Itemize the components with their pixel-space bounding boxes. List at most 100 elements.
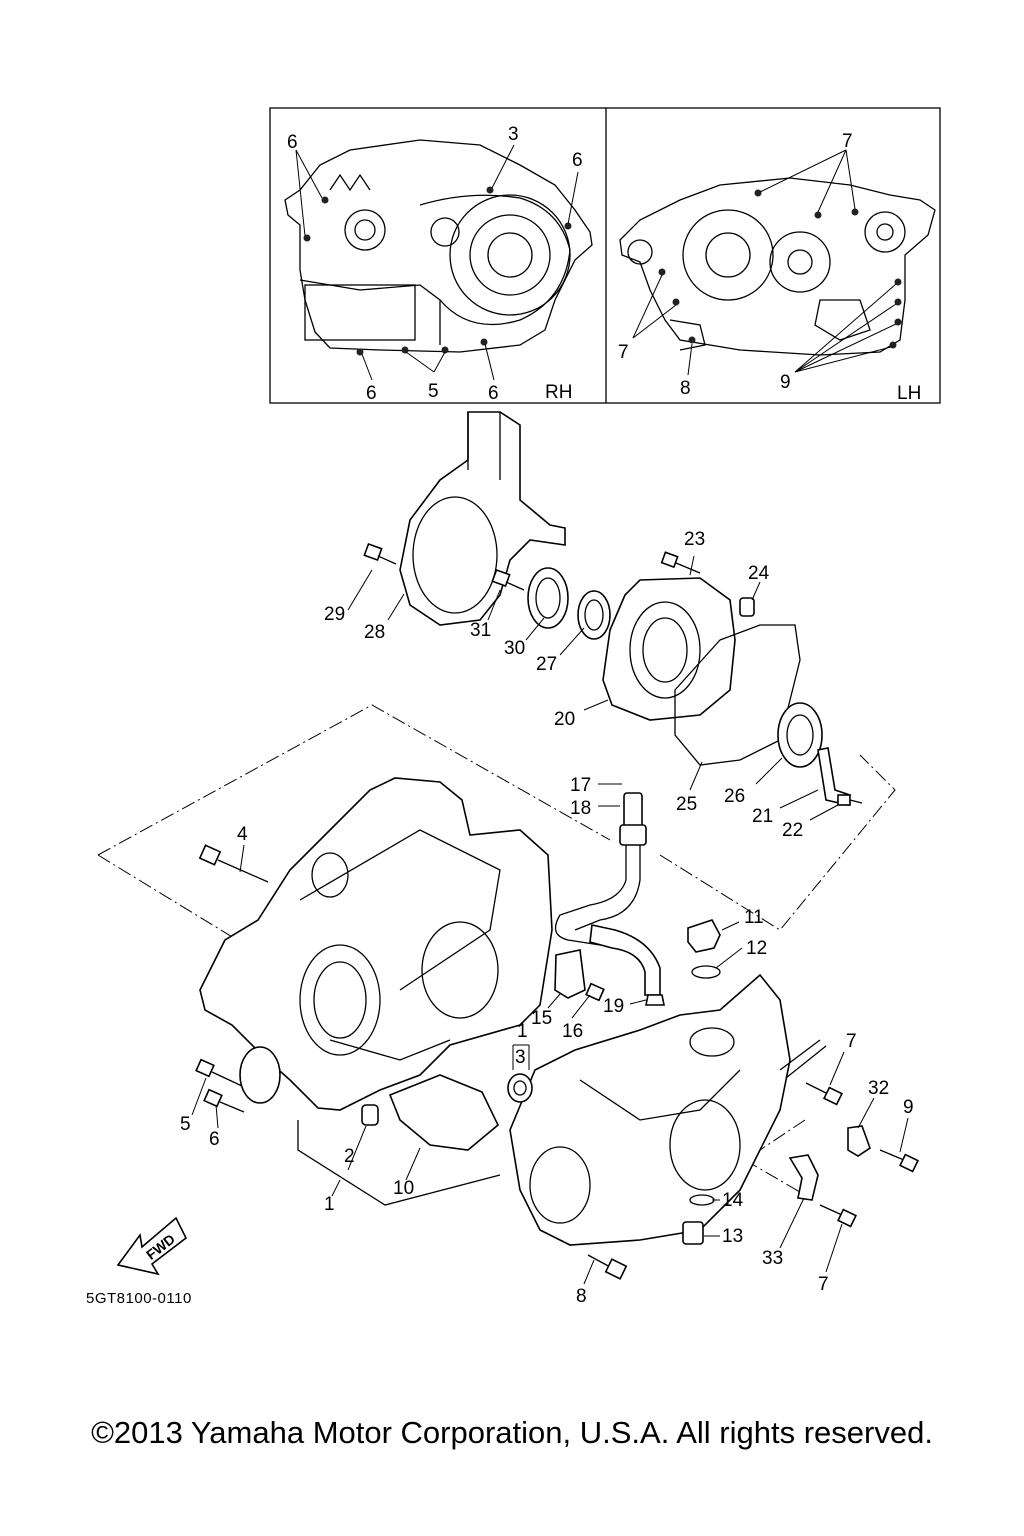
crankcase-half-left [507, 919, 919, 1280]
rh-bolt-hole [303, 234, 311, 242]
callout-25: 25 [676, 794, 697, 815]
part-13-drain-plug [682, 1221, 704, 1245]
part-6-bolt [203, 1088, 245, 1113]
callout-26: 26 [724, 786, 745, 807]
callout-5: 5 [180, 1114, 191, 1135]
part-9-bolt [879, 1149, 919, 1173]
crankcase-cover-assembly [363, 411, 863, 806]
callout-13: 13 [722, 1226, 743, 1247]
copyright-notice: ©2013 Yamaha Motor Corporation, U.S.A. A… [91, 1415, 933, 1450]
callout-24: 24 [748, 563, 770, 584]
breather-hose-assembly [554, 792, 665, 1006]
callout-20: 20 [554, 709, 575, 730]
part-3-bushing [507, 1073, 533, 1103]
callout-18: 18 [570, 798, 591, 819]
callout-16: 16 [562, 1021, 583, 1042]
lh-panel-tag: LH [897, 383, 921, 404]
inset-frame [269, 107, 941, 404]
callout-28: 28 [364, 622, 385, 643]
part-11-filler-cap [687, 919, 721, 953]
part-19-clamp [645, 994, 665, 1006]
callout-4: 4 [237, 824, 248, 845]
lh-crankcase-view: 7 7 8 9 LH [618, 131, 936, 404]
rh-bolt-hole [480, 338, 488, 346]
callout-8: 8 [576, 1286, 587, 1307]
callout-7: 7 [846, 1031, 857, 1052]
rh-callout-6: 6 [488, 383, 499, 404]
crankcase-half-right [195, 777, 553, 1126]
fwd-arrow: FWD [116, 1216, 188, 1276]
callout-33: 33 [762, 1248, 783, 1269]
callout-17: 17 [570, 775, 591, 796]
lh-bolt-hole [814, 211, 822, 219]
part-26-oil-seal [777, 702, 823, 768]
lh-bolt-hole [688, 336, 696, 344]
callout-19: 19 [603, 996, 624, 1017]
lh-callout-7: 7 [618, 342, 629, 363]
lh-bolt-hole [894, 318, 902, 326]
lh-bolt-hole [851, 208, 859, 216]
rh-bolt-hole [441, 346, 449, 354]
part-32-clamp [847, 1125, 871, 1157]
rh-bolt-hole [401, 346, 409, 354]
fwd-arrow-icon [116, 1216, 188, 1276]
callout-7: 7 [818, 1274, 829, 1295]
callout-30: 30 [504, 638, 525, 659]
part-12-o-ring [691, 965, 721, 979]
rh-callout-5: 5 [428, 381, 439, 402]
rh-bolt-hole [356, 348, 364, 356]
callout-1-stacked: 1 [517, 1021, 528, 1042]
rh-panel-tag: RH [545, 382, 572, 403]
part-4-long-bolt [198, 844, 269, 883]
callout-11: 11 [744, 907, 764, 928]
part-27-oil-seal [577, 590, 611, 640]
lh-bolt-hole [894, 278, 902, 286]
inset-panels: 6 3 6 6 5 6 RH [269, 107, 941, 404]
callout-14: 14 [722, 1190, 744, 1211]
part-30-seal-cover [527, 567, 569, 629]
lh-bolt-hole [894, 298, 902, 306]
part-24-dowel [739, 597, 755, 617]
callout-6: 6 [209, 1129, 220, 1150]
callout-29: 29 [324, 604, 345, 625]
leader-lines [191, 555, 909, 1285]
callout-12: 12 [746, 938, 767, 959]
lh-bolt-hole [658, 268, 666, 276]
callout-3: 3 [515, 1047, 526, 1068]
callout-10: 10 [393, 1178, 414, 1199]
part-31-bolt [491, 568, 525, 591]
part-16-bolt [585, 982, 605, 1002]
lh-bolt-hole [889, 341, 897, 349]
callout-2: 2 [344, 1146, 355, 1167]
callout-15: 15 [531, 1008, 552, 1029]
lh-callout-9: 9 [780, 372, 791, 393]
rh-bolt-hole [486, 186, 494, 194]
part-7-bolt [805, 1082, 843, 1106]
rh-callout-3: 3 [508, 124, 519, 145]
lh-callout-7: 7 [842, 131, 853, 152]
rh-callout-6: 6 [572, 150, 583, 171]
rh-bolt-hole [321, 196, 329, 204]
lh-callout-8: 8 [680, 378, 691, 399]
part-22-screw [837, 794, 863, 806]
part-17-pipe [623, 792, 643, 828]
part-33-bracket [788, 1154, 819, 1201]
part-7-bolt [819, 1204, 857, 1228]
part-8-bolt [587, 1254, 628, 1280]
callout-1: 1 [324, 1194, 335, 1215]
callout-21: 21 [752, 806, 773, 827]
rh-callout-6: 6 [366, 383, 377, 404]
callout-22: 22 [782, 820, 803, 841]
part-10-plate [388, 1074, 499, 1151]
part-20-side-cover [602, 577, 736, 721]
part-1-crankcase-right [199, 777, 553, 1111]
lh-bolt-hole [672, 298, 680, 306]
part-29-bolt [363, 542, 397, 565]
part-2-dowel-pin [361, 1104, 379, 1126]
lh-bolt-hole [754, 189, 762, 197]
callout-27: 27 [536, 654, 557, 675]
hose-elbow [589, 924, 661, 996]
part-23-bolt [660, 551, 701, 574]
callout-numbers: 23 24 29 28 31 30 27 20 17 18 25 26 21 2… [180, 529, 914, 1307]
